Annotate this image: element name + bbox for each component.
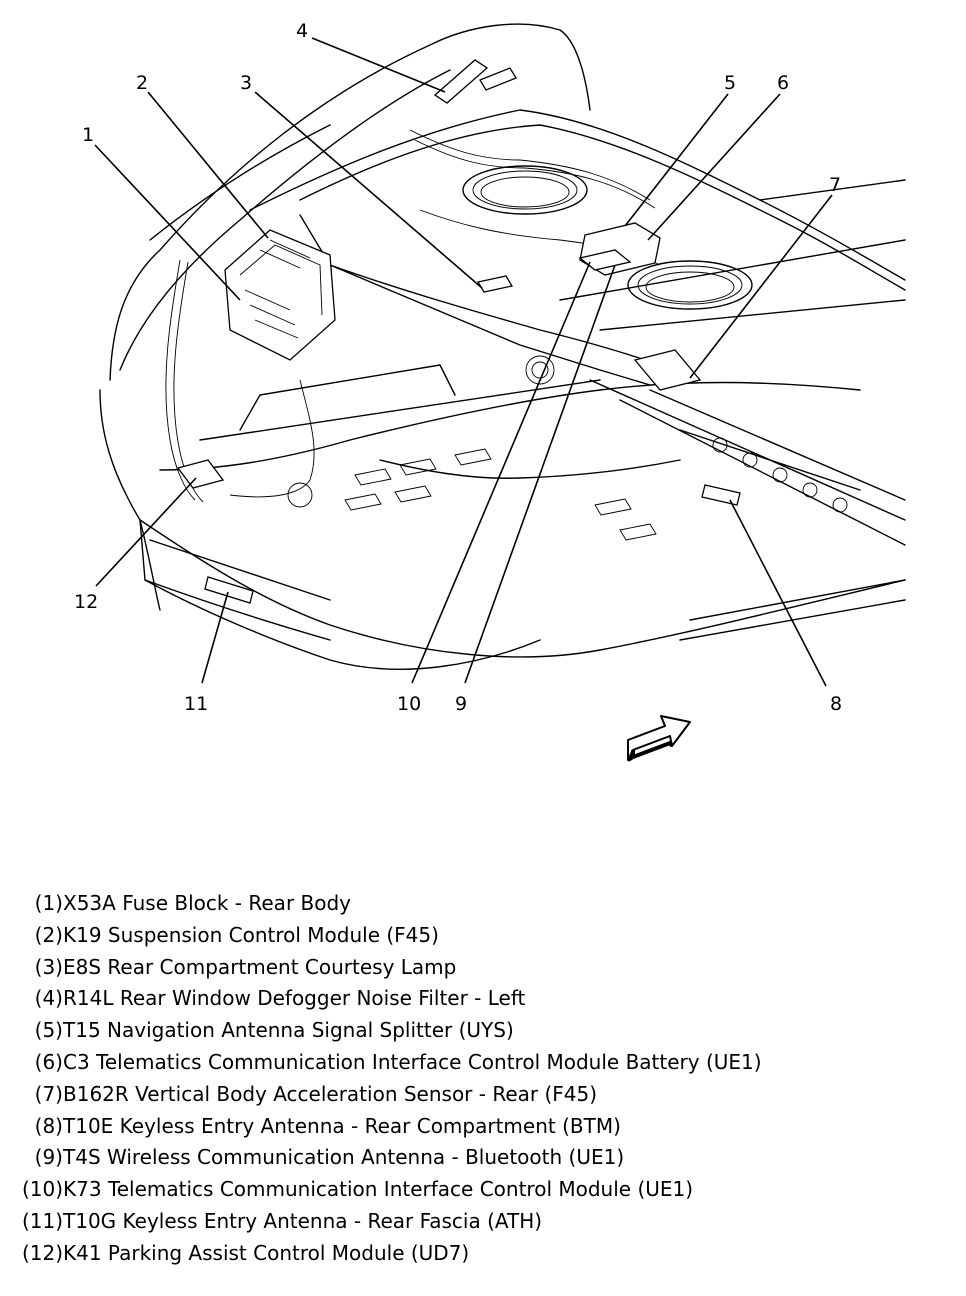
leader-line-2 — [147, 91, 269, 239]
legend-item-number: (3) — [34, 954, 63, 979]
callout-2: 2 — [136, 72, 148, 94]
legend-item: (1)X53A Fuse Block - Rear Body — [10, 888, 351, 920]
legend-item-number: (5) — [34, 1018, 63, 1043]
callout-11: 11 — [184, 693, 208, 715]
legend-item-number: (10) — [21, 1177, 63, 1202]
vehicle-rear-body-drawing — [99, 23, 906, 670]
legend-item: (7)B162R Vertical Body Acceleration Sens… — [10, 1079, 597, 1111]
component-locator-diagram: 1 2 3 4 5 6 7 8 9 10 11 12 — [74, 20, 906, 762]
leader-line-3 — [254, 91, 483, 289]
legend-item: (4)R14L Rear Window Defogger Noise Filte… — [10, 983, 526, 1015]
legend-item: (12)K41 Parking Assist Control Module (U… — [10, 1238, 469, 1270]
legend-item-text: K41 Parking Assist Control Module (UD7) — [63, 1240, 470, 1265]
legend-item-number: (9) — [34, 1145, 63, 1170]
callout-1: 1 — [82, 124, 94, 146]
callout-numbers: 1 2 3 4 5 6 7 8 9 10 11 12 — [74, 20, 842, 715]
callout-9: 9 — [455, 693, 467, 715]
component-legend: (1)X53A Fuse Block - Rear Body (2)K19 Su… — [10, 888, 762, 1270]
legend-item: (9)T4S Wireless Communication Antenna - … — [10, 1142, 624, 1174]
legend-item: (6)C3 Telematics Communication Interface… — [10, 1047, 762, 1079]
leader-line-5 — [624, 93, 729, 227]
legend-item-text: K19 Suspension Control Module (F45) — [63, 922, 439, 947]
legend-item-number: (2) — [34, 922, 63, 947]
legend-item: (11)T10G Keyless Entry Antenna - Rear Fa… — [10, 1206, 542, 1238]
legend-item-text: B162R Vertical Body Acceleration Sensor … — [63, 1081, 598, 1106]
callout-8: 8 — [830, 693, 842, 715]
leader-line-12 — [95, 477, 197, 587]
legend-item-text: T10E Keyless Entry Antenna - Rear Compar… — [63, 1113, 621, 1138]
legend-item-number: (4) — [34, 986, 63, 1011]
callout-7: 7 — [829, 174, 841, 196]
front-direction-arrow-icon — [626, 715, 691, 762]
legend-item: (8)T10E Keyless Entry Antenna - Rear Com… — [10, 1111, 621, 1143]
legend-item: (10)K73 Telematics Communication Interfa… — [10, 1174, 693, 1206]
leader-line-10 — [411, 261, 591, 684]
leader-line-4 — [311, 37, 446, 93]
legend-item-number: (1) — [34, 891, 63, 915]
legend-item-text: T10G Keyless Entry Antenna - Rear Fascia… — [63, 1208, 543, 1233]
legend-item-text: T15 Navigation Antenna Signal Splitter (… — [63, 1018, 514, 1043]
leader-line-11 — [201, 591, 229, 684]
callout-10: 10 — [397, 693, 421, 715]
callout-6: 6 — [777, 72, 789, 94]
legend-item: (3)E8S Rear Compartment Courtesy Lamp — [10, 952, 457, 984]
legend-item-text: K73 Telematics Communication Interface C… — [63, 1177, 694, 1202]
leader-line-8 — [729, 499, 827, 687]
legend-item-number: (6) — [34, 1049, 63, 1074]
legend-item-text: E8S Rear Compartment Courtesy Lamp — [63, 954, 457, 979]
legend-item-number: (11) — [21, 1208, 63, 1233]
leader-line-6 — [647, 93, 781, 241]
legend-item-text: R14L Rear Window Defogger Noise Filter -… — [63, 986, 526, 1011]
legend-item-number: (8) — [34, 1113, 63, 1138]
legend-item-text: C3 Telematics Communication Interface Co… — [63, 1049, 762, 1074]
legend-item-text: T4S Wireless Communication Antenna - Blu… — [63, 1145, 625, 1170]
leader-line-7 — [689, 194, 833, 379]
legend-item-number: (12) — [21, 1240, 63, 1265]
callout-12: 12 — [74, 591, 98, 613]
component-shapes — [176, 59, 741, 604]
callout-4: 4 — [296, 20, 308, 42]
leader-line-9 — [464, 264, 616, 684]
callout-3: 3 — [240, 72, 252, 94]
leader-lines — [94, 37, 833, 687]
legend-item-text: X53A Fuse Block - Rear Body — [63, 891, 352, 915]
legend-item: (5)T15 Navigation Antenna Signal Splitte… — [10, 1015, 514, 1047]
callout-5: 5 — [724, 72, 736, 94]
legend-item: (2)K19 Suspension Control Module (F45) — [10, 920, 439, 952]
legend-item-number: (7) — [34, 1081, 63, 1106]
leader-line-1 — [94, 144, 241, 301]
